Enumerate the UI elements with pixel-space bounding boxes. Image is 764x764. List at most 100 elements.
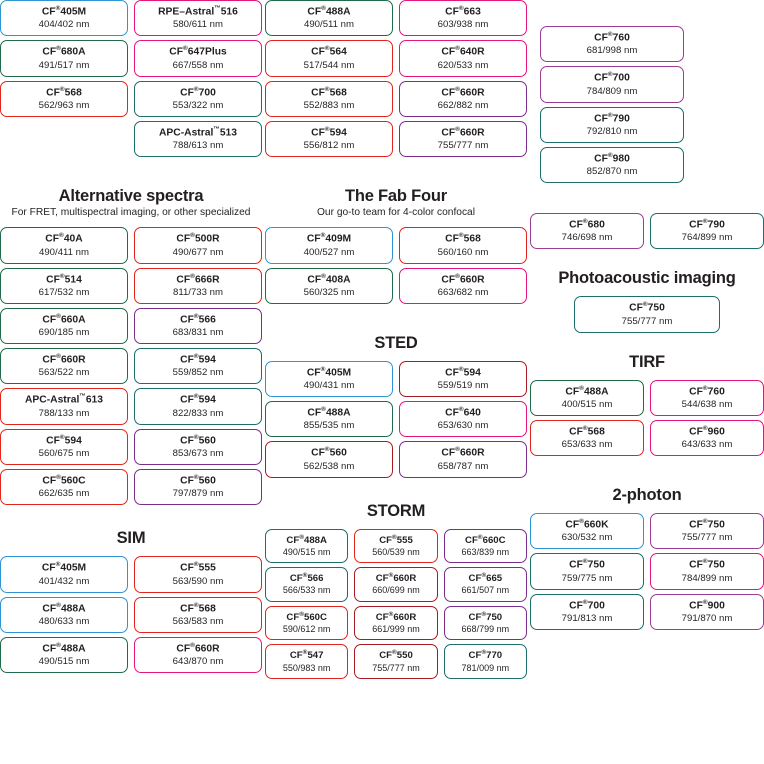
dye-name: CF®700 (569, 598, 605, 612)
trademark-mark: ® (702, 424, 708, 432)
dye-name: CF®750 (689, 518, 725, 531)
trademark-mark: ® (481, 610, 487, 618)
dye-name: CF®680A (42, 45, 86, 58)
trademark-mark: ® (455, 125, 460, 133)
dye-ex-em-value: 490/677 nm (172, 246, 224, 258)
trademark-mark: ® (59, 433, 65, 441)
section-alternative-spectra: Alternative spectra For FRET, multispect… (0, 187, 262, 506)
dye-ex-em-value: 667/558 nm (172, 59, 224, 71)
dye-name: CF®568 (46, 85, 82, 98)
trademark-mark: ® (702, 384, 708, 392)
dye-ex-em-value: 490/511 nm (304, 19, 354, 31)
dye-ex-em-value: 746/698 nm (561, 232, 613, 244)
dye-ex-em-value: 490/431 nm (303, 380, 355, 392)
trademark-mark: ® (183, 45, 188, 53)
trademark-mark: ® (702, 598, 708, 606)
trademark-mark: ® (455, 85, 460, 93)
dye-ex-em-value: 404/402 nm (38, 19, 90, 31)
dye-ex-em-value: 764/899 nm (681, 232, 733, 244)
dye-name: CF®750 (689, 558, 725, 571)
dye-ex-em-value: 788/613 nm (172, 140, 224, 152)
trademark-mark: ® (55, 5, 61, 12)
dye-name: CF®660R (42, 353, 86, 366)
dye-ex-em-value: 853/673 nm (172, 447, 224, 459)
